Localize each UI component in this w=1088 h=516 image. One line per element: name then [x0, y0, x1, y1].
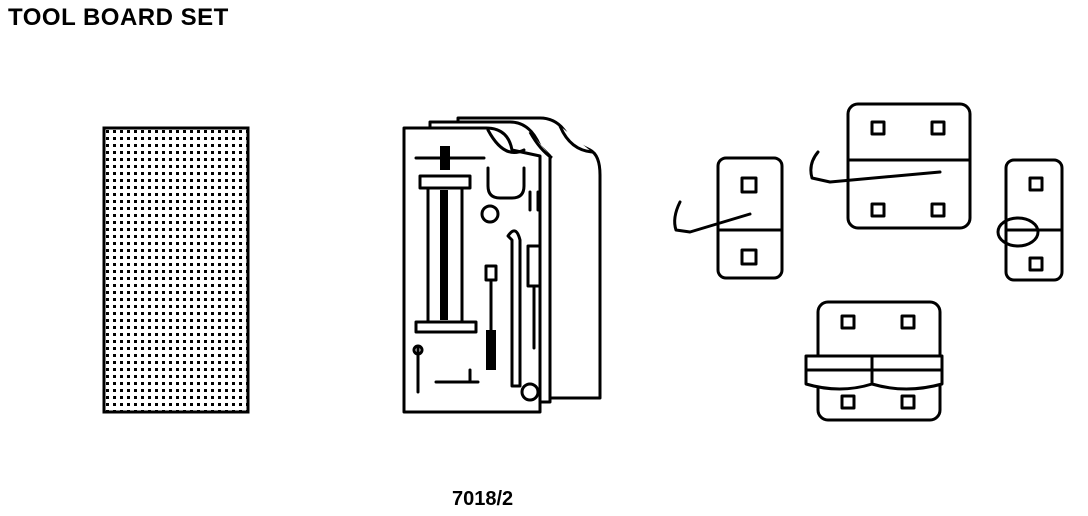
hook-bracket-double — [809, 102, 972, 230]
diagram-title: TOOL BOARD SET — [8, 4, 229, 31]
hook-clip-single — [673, 156, 784, 280]
double-holder-bracket — [804, 300, 944, 422]
ring-clip — [996, 158, 1064, 282]
pegboard-panel — [102, 126, 250, 414]
part-number: 7018/2 — [452, 488, 514, 510]
tool-outline-board — [402, 126, 542, 414]
